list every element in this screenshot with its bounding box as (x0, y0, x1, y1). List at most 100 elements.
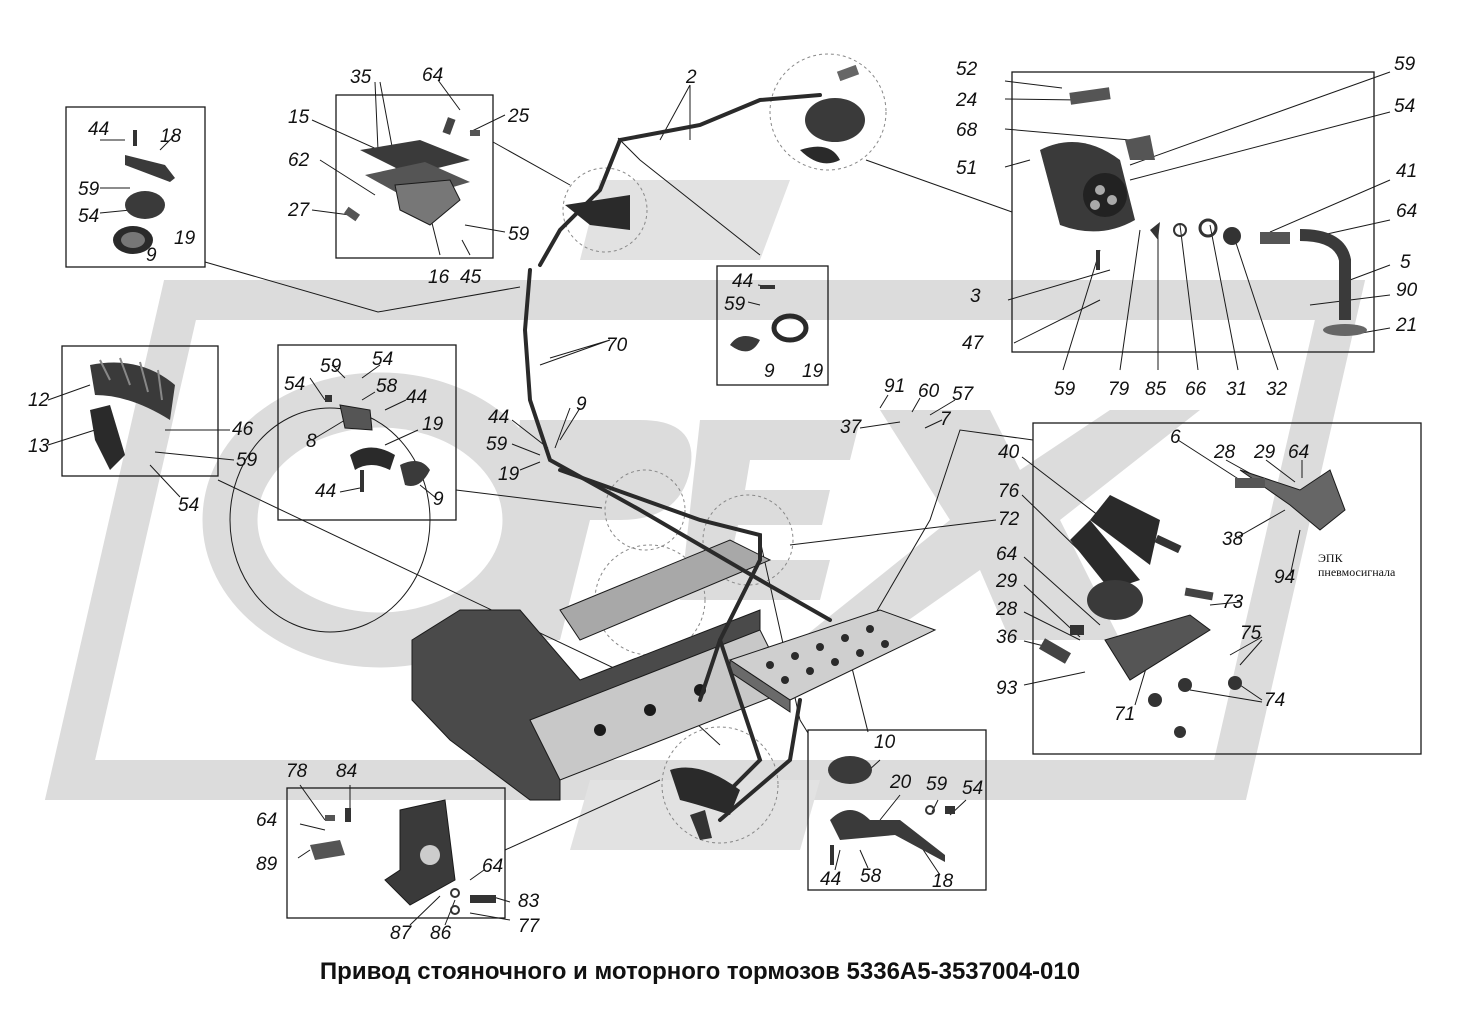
callout-54: 54 (962, 778, 984, 799)
callout-58: 58 (860, 866, 882, 887)
callout-44: 44 (820, 869, 842, 890)
callout-38: 38 (1222, 529, 1244, 550)
callout-91: 91 (884, 376, 906, 397)
epk-note-line1: ЭПК (1318, 551, 1343, 565)
callout-79: 79 (1108, 379, 1130, 400)
callout-74: 74 (1264, 690, 1286, 711)
callout-44: 44 (315, 481, 337, 502)
callout-41: 41 (1396, 161, 1418, 182)
callout-9: 9 (576, 394, 587, 415)
callout-31: 31 (1226, 379, 1248, 400)
large-oval (229, 407, 431, 633)
leader-lines (47, 71, 1391, 926)
callout-19: 19 (422, 414, 444, 435)
part-clamp-bottom (828, 756, 955, 865)
callout-19: 19 (174, 228, 196, 249)
parking-valve-top (565, 64, 865, 230)
callout-62: 62 (288, 150, 310, 171)
callout-19: 19 (498, 464, 520, 485)
callout-66: 66 (1185, 379, 1207, 400)
chassis-frame (411, 539, 791, 801)
callout-27: 27 (288, 200, 310, 221)
inset-frame-bellows (61, 345, 219, 477)
callout-78: 78 (286, 761, 308, 782)
callout-85: 85 (1145, 379, 1167, 400)
callout-60: 60 (918, 381, 940, 402)
callout-59: 59 (78, 179, 100, 200)
inset-frame-clamp-center (716, 265, 829, 386)
callout-18: 18 (932, 871, 954, 892)
callout-86: 86 (430, 923, 452, 944)
part-clamp-left (113, 130, 175, 254)
callout-76: 76 (998, 481, 1020, 502)
callout-52: 52 (956, 59, 978, 80)
callout-59: 59 (724, 294, 746, 315)
callout-51: 51 (956, 158, 978, 179)
callout-54: 54 (178, 495, 200, 516)
inset-frames (61, 71, 1422, 919)
callout-57: 57 (952, 384, 974, 405)
callout-5: 5 (1400, 252, 1411, 273)
epk-note-line2: пневмосигнала (1318, 564, 1396, 579)
callout-68: 68 (956, 120, 978, 141)
callout-94: 94 (1274, 567, 1296, 588)
callout-13: 13 (28, 436, 50, 457)
callout-64: 64 (996, 544, 1018, 565)
callout-8: 8 (306, 431, 317, 452)
callout-40: 40 (998, 442, 1020, 463)
callout-20: 20 (890, 772, 912, 793)
callout-3: 3 (970, 286, 981, 307)
callout-84: 84 (336, 761, 358, 782)
callout-32: 32 (1266, 379, 1288, 400)
callout-59: 59 (926, 774, 948, 795)
step-plate (728, 609, 937, 713)
callout-36: 36 (996, 627, 1018, 648)
callout-89: 89 (256, 854, 278, 875)
cables (522, 93, 832, 822)
callout-59: 59 (486, 434, 508, 455)
callout-46: 46 (232, 419, 254, 440)
callout-59: 59 (1054, 379, 1076, 400)
callout-72: 72 (998, 509, 1020, 530)
callout-75: 75 (1240, 623, 1262, 644)
callout-54: 54 (372, 349, 394, 370)
inset-frame-bracket-bottom (286, 787, 506, 919)
callout-77: 77 (518, 916, 540, 937)
callout-45: 45 (460, 267, 482, 288)
callout-70: 70 (606, 335, 628, 356)
callout-59: 59 (508, 224, 530, 245)
inset-frame-clamp-left (65, 106, 206, 268)
callout-90: 90 (1396, 280, 1418, 301)
callout-71: 71 (1114, 704, 1136, 725)
callout-9: 9 (433, 489, 444, 510)
callout-16: 16 (428, 267, 450, 288)
callout-44: 44 (88, 119, 110, 140)
callout-59: 59 (236, 450, 258, 471)
diagram-caption: Привод стояночного и моторного тормозов … (319, 958, 1081, 985)
callout-83: 83 (518, 891, 540, 912)
callout-29: 29 (996, 571, 1018, 592)
epk-note: ЭПК пневмосигнала (1318, 551, 1396, 580)
callout-73: 73 (1222, 592, 1244, 613)
callout-58: 58 (376, 376, 398, 397)
part-clamp-center (730, 285, 809, 352)
callout-12: 12 (28, 390, 50, 411)
callout-21: 21 (1396, 315, 1418, 336)
callout-64: 64 (1288, 442, 1310, 463)
part-bracket-bottom (310, 799, 496, 915)
inset-frame-boot (335, 94, 494, 259)
callout-28: 28 (996, 599, 1018, 620)
callout-19: 19 (802, 361, 824, 382)
callout-59: 59 (1394, 54, 1416, 75)
callout-7: 7 (940, 409, 951, 430)
callout-54: 54 (78, 206, 100, 227)
callout-18: 18 (160, 126, 182, 147)
callout-2: 2 (686, 67, 697, 88)
callout-25: 25 (508, 106, 530, 127)
callout-35: 35 (350, 67, 372, 88)
part-engine-brake (1039, 469, 1346, 738)
callout-64: 64 (1396, 201, 1418, 222)
callout-28: 28 (1214, 442, 1236, 463)
detail-circles (562, 53, 887, 844)
part-bracket-mid (325, 395, 430, 492)
